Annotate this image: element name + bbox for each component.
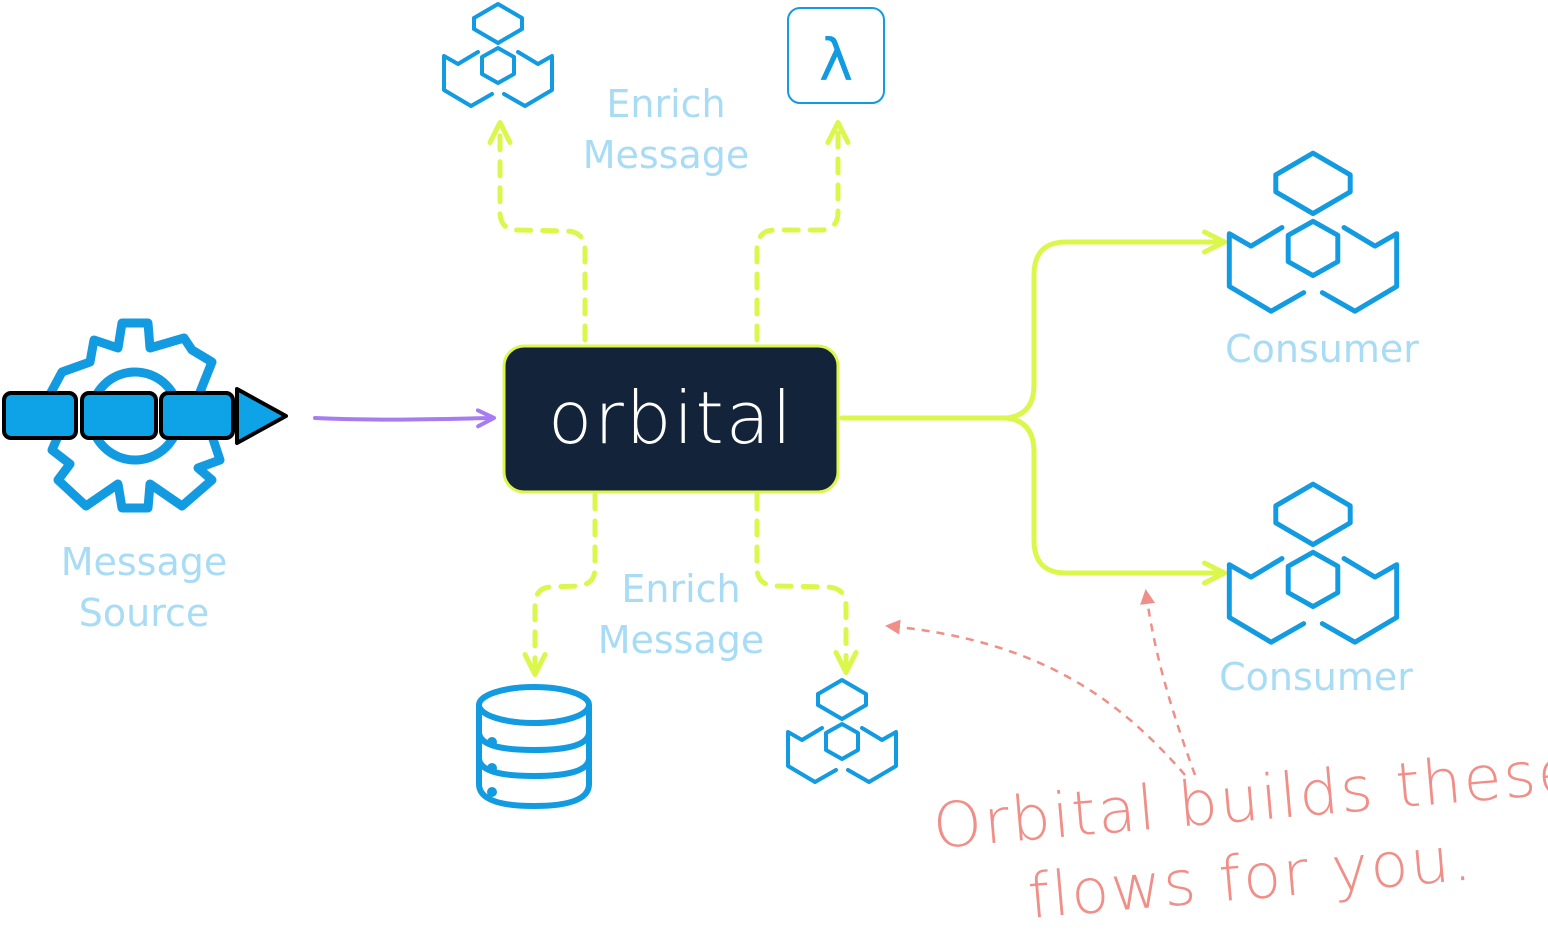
enrich-bottom-label-line2: Message — [598, 618, 765, 662]
enrich-top-left-arrow — [487, 120, 588, 343]
enrich-top-right-arrow — [754, 120, 851, 343]
enrich-top-label-line2: Message — [583, 133, 750, 177]
enrich-bottom-right-arrow — [754, 492, 859, 675]
consumer-1-icon — [1226, 150, 1400, 314]
annotation-arrow-up — [1140, 589, 1197, 776]
annotation-arrow-left — [885, 619, 1186, 776]
enrich-top-label-line1: Enrich — [606, 82, 725, 126]
database-icon — [476, 684, 592, 810]
consumer-2-icon — [1226, 481, 1400, 645]
message-queue-icon — [2, 387, 288, 445]
consumer-2-arrow — [1002, 415, 1227, 586]
consumer-2-label: Consumer — [1219, 655, 1413, 699]
message-source-icon — [2, 318, 288, 513]
lambda-function-icon: λ — [787, 7, 885, 104]
consumer-1-arrow — [839, 229, 1227, 421]
service-hexagons-icon — [786, 678, 898, 784]
source-label-line2: Source — [79, 591, 210, 635]
enrich-bottom-left-arrow — [522, 492, 598, 677]
service-hexagons-icon — [442, 2, 554, 108]
inbound-arrow — [313, 408, 496, 429]
enrich-bottom-label-line1: Enrich — [621, 567, 740, 611]
source-label-line1: Message — [61, 540, 228, 584]
lambda-symbol: λ — [819, 26, 853, 94]
consumer-1-label: Consumer — [1225, 327, 1419, 371]
orbital-logo-text: orbital — [548, 376, 794, 460]
orbital-node: orbital — [502, 344, 840, 494]
